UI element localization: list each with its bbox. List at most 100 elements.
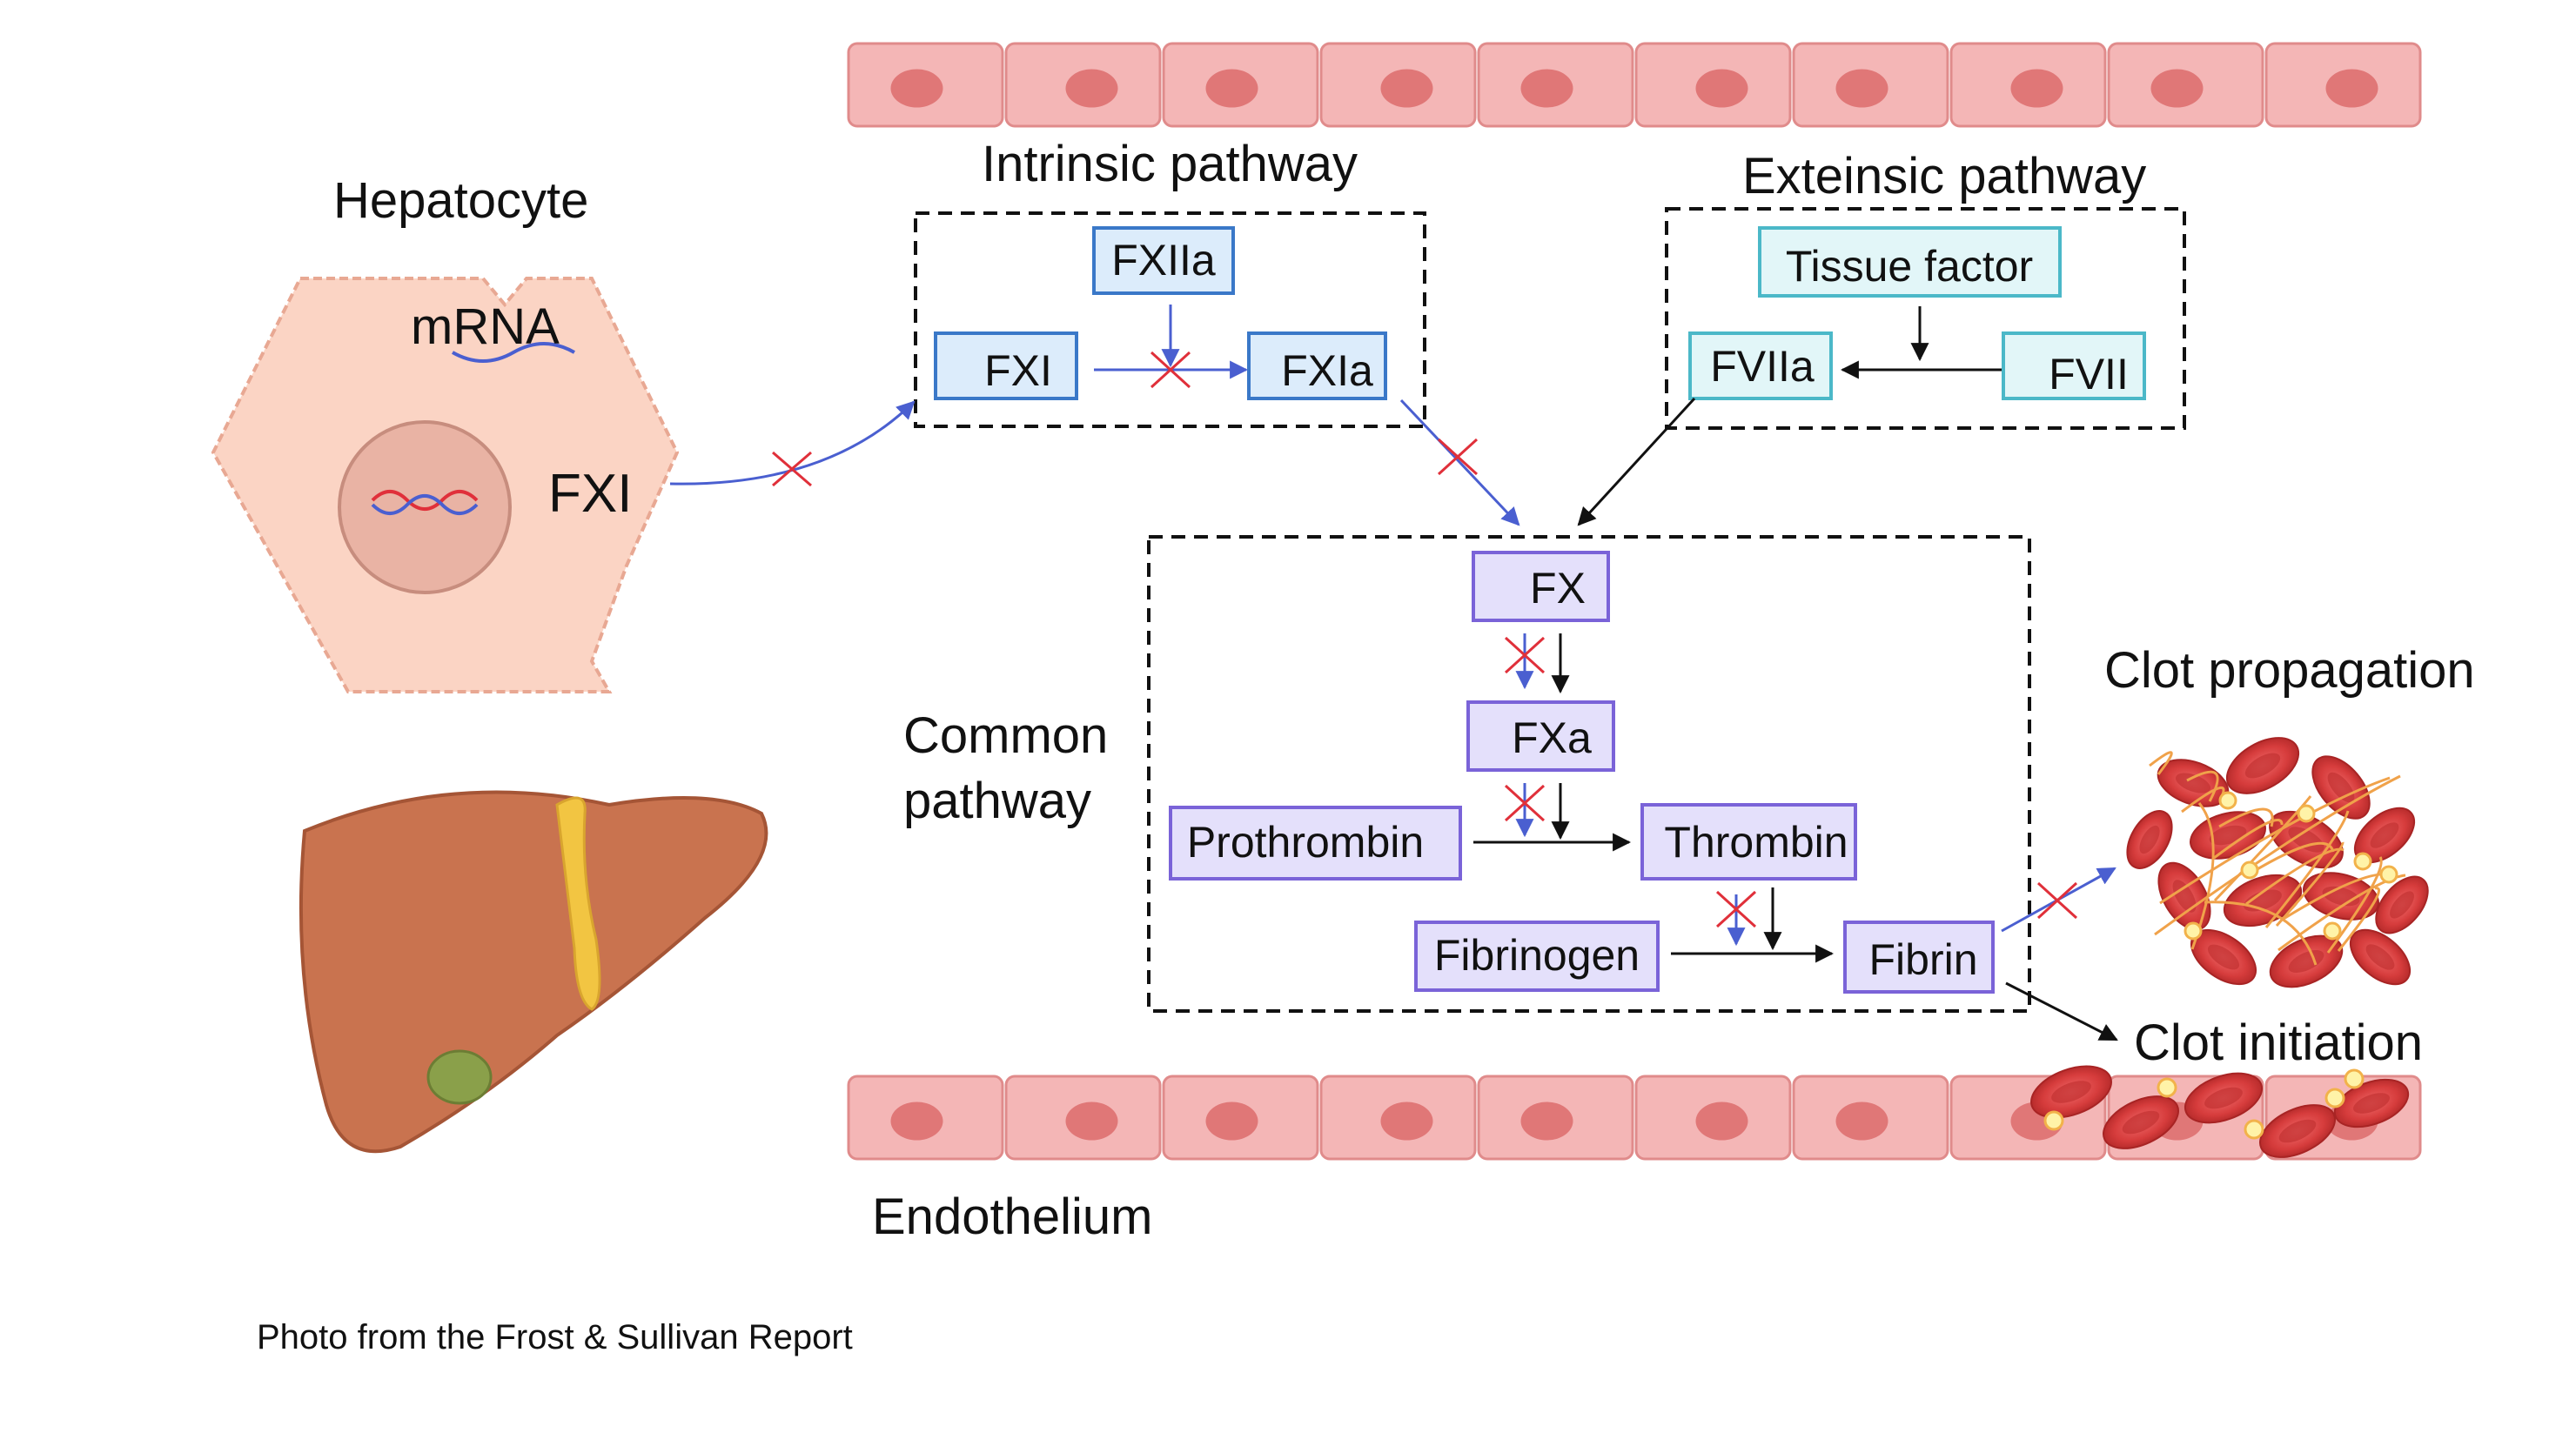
platelet — [2379, 865, 2398, 884]
platelet — [2353, 852, 2372, 871]
cell-nucleus — [1835, 1102, 1888, 1141]
inhibit-cross-fibrin — [2036, 881, 2078, 920]
cell-nucleus — [1695, 1102, 1748, 1141]
red-blood-cell-center — [2051, 1081, 2091, 1103]
mrna-strand — [452, 342, 575, 363]
common-pathway-frame — [1147, 535, 2031, 1013]
red-blood-cell-center — [2207, 944, 2240, 970]
endothelium-top — [847, 42, 2422, 128]
svg-text:FXa: FXa — [1512, 713, 1592, 762]
arrow-fxia-to-fx — [1399, 398, 1520, 526]
extrinsic-pathway-frame — [1665, 207, 2186, 430]
inhibit-cross-hepatocyte — [772, 451, 812, 487]
node-thrombin: Thrombin — [1640, 803, 1857, 881]
cell-nucleus — [1520, 69, 1573, 108]
platelet — [2344, 1068, 2365, 1089]
arrow-fibrin-to-initiation — [2005, 981, 2118, 1041]
fibrin-strand — [2186, 770, 2219, 802]
intrinsic-pathway-title: Intrinsic pathway — [982, 136, 1358, 192]
svg-text:Fibrinogen: Fibrinogen — [1434, 931, 1640, 980]
hepatocyte-label: Hepatocyte — [333, 172, 588, 229]
inhibition-marks — [772, 351, 2078, 928]
fxi-output-label: FXI — [548, 464, 632, 524]
cell-nucleus — [2010, 69, 2063, 108]
fibrin-strand — [2154, 774, 2401, 936]
dna-icon — [371, 490, 479, 511]
red-blood-cell-center — [2353, 1093, 2390, 1114]
endothelium-label: Endothelium — [872, 1189, 1152, 1245]
liver-icon — [299, 790, 768, 1154]
cell-nucleus — [1520, 1102, 1573, 1141]
red-blood-cell-center — [2370, 822, 2399, 848]
red-blood-cell-center — [2365, 944, 2395, 970]
svg-text:FVIIa: FVIIa — [1710, 342, 1815, 391]
extrinsic-pathway-title: Exteinsic pathway — [1742, 148, 2146, 204]
cell-nucleus — [1205, 69, 1258, 108]
platelet — [2157, 1077, 2177, 1098]
fibrin-strand — [2213, 819, 2284, 860]
cell-nucleus — [890, 1102, 943, 1141]
svg-text:Tissue factor: Tissue factor — [1786, 242, 2033, 291]
platelet — [2324, 1088, 2345, 1108]
red-blood-cell-center — [2122, 1110, 2160, 1135]
cell-nucleus — [1380, 1102, 1433, 1141]
red-blood-cell-center — [2172, 880, 2197, 913]
endothelium-bottom — [847, 1075, 2422, 1161]
common-pathway-label-line2: pathway — [903, 773, 1091, 829]
red-blood-cell-center — [2288, 950, 2324, 973]
platelet — [2218, 791, 2237, 810]
node-fxia: FXIa — [1247, 331, 1387, 400]
red-blood-cell-center — [2278, 1119, 2317, 1143]
fibrin-strand — [2264, 810, 2350, 928]
node-fxa: FXa — [1466, 700, 1615, 772]
svg-text:Thrombin: Thrombin — [1664, 818, 1848, 867]
svg-text:Fibrin: Fibrin — [1868, 935, 1977, 984]
node-prothrombin: Prothrombin — [1169, 806, 1462, 881]
clot-initiation-icon — [2030, 1065, 2410, 1158]
arrow-fviia-to-fx — [1577, 397, 1696, 526]
cell-nucleus — [2150, 69, 2204, 108]
svg-text:FVII: FVII — [2049, 350, 2129, 398]
fibrin-strand — [2326, 856, 2383, 954]
node-fibrinogen: Fibrinogen — [1414, 921, 1660, 992]
hepatocyte-cell — [211, 277, 680, 693]
red-blood-cell-center — [2288, 827, 2324, 853]
fibrin-strand — [2275, 841, 2345, 927]
svg-text:Prothrombin: Prothrombin — [1187, 818, 1424, 867]
platelet — [2244, 1119, 2264, 1140]
cell-nucleus — [1065, 1102, 1118, 1141]
fibrin-strand — [2149, 751, 2173, 775]
cell-nucleus — [1380, 69, 1433, 108]
node-fvii: FVII — [2002, 331, 2146, 400]
red-blood-cell-center — [2390, 891, 2414, 919]
cell-nucleus — [1205, 1102, 1258, 1141]
intrinsic-pathway-frame — [914, 211, 1426, 428]
svg-text:FXIa: FXIa — [1281, 346, 1373, 395]
clot-initiation-label: Clot initiation — [2134, 1014, 2423, 1071]
cell-nucleus — [2325, 69, 2378, 108]
platelet — [2323, 921, 2342, 941]
gallbladder — [426, 1049, 493, 1105]
node-fxi: FXI — [934, 331, 1078, 400]
node-fx: FX — [1472, 551, 1610, 622]
clot-propagation-icon — [2126, 737, 2429, 988]
svg-text:FXI: FXI — [984, 346, 1052, 395]
fibrin-strand — [2159, 776, 2391, 905]
svg-text:FX: FX — [1530, 564, 1586, 613]
cell-nucleus — [1695, 69, 1748, 108]
inhibit-cross-fx-fxa — [1504, 636, 1546, 674]
mrna-label: mRNA — [411, 298, 560, 355]
red-blood-cell-center — [2175, 773, 2211, 794]
red-blood-cell-center — [2204, 1087, 2243, 1109]
fibrin-strand — [2190, 802, 2215, 950]
node-fibrin: Fibrin — [1843, 921, 1995, 994]
red-blood-cell-center — [2244, 753, 2281, 779]
fibrin-strand — [2218, 807, 2274, 828]
fibrin-strand — [2337, 887, 2380, 952]
node-fxiia: FXIIa — [1092, 226, 1235, 295]
inhibit-cross-fxa — [1504, 784, 1546, 822]
photo-credit: Photo from the Frost & Sullivan Report — [257, 1318, 853, 1356]
node-tissue-factor: Tissue factor — [1758, 226, 2062, 298]
inhibit-cross-thrombin — [1715, 890, 1757, 928]
